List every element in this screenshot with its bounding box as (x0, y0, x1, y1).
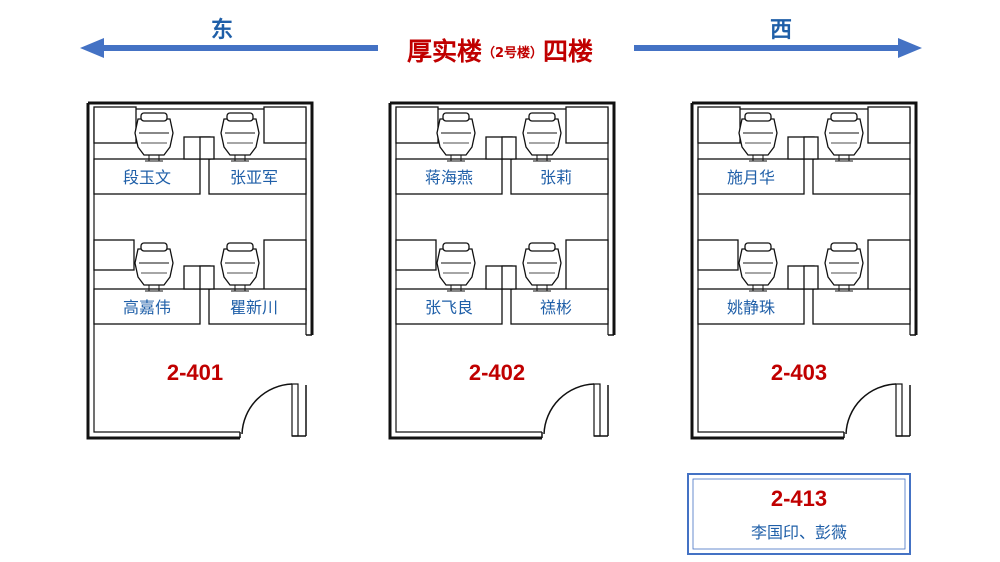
room-2-403: 施月华 姚静珠 2-403 (690, 101, 918, 440)
east-label: 东 (211, 17, 233, 43)
desk-cluster-top (93, 106, 307, 195)
room-number: 2-401 (167, 360, 223, 385)
occupant-name: 瞿新川 (230, 298, 278, 317)
door (845, 383, 911, 437)
occupant-labels: 施月华 姚静珠 (727, 168, 775, 317)
room-2-401: 段玉文 张亚军 高嘉伟 瞿新川 2-401 (86, 101, 314, 440)
occupant-name: 张莉 (540, 168, 572, 187)
door (241, 383, 307, 437)
desk-cluster-bottom (93, 239, 307, 325)
occupant-name: 段玉文 (123, 168, 171, 187)
floor-label: 四楼 (543, 37, 593, 66)
occupant-name: 禚彬 (540, 298, 572, 317)
west-label: 西 (770, 18, 792, 43)
occupant-labels: 蒋海燕 张莉 张飞良 禚彬 (425, 168, 572, 317)
room-2-402: 蒋海燕 张莉 张飞良 禚彬 2-402 (388, 101, 616, 440)
desk-cluster-top (395, 106, 609, 195)
occupant-name: 姚静珠 (727, 298, 775, 317)
occupant-name: 施月华 (727, 168, 775, 187)
building-code: （2号楼） (482, 45, 543, 61)
occupant-name: 高嘉伟 (123, 298, 171, 317)
door (543, 383, 609, 437)
desk-cluster-bottom (697, 239, 911, 325)
direction-header: 东 西 厚实楼（2号楼）四楼 (80, 17, 922, 66)
occupant-names: 李国印、彭薇 (751, 523, 847, 542)
occupant-labels: 段玉文 张亚军 高嘉伟 瞿新川 (123, 168, 278, 317)
occupant-name: 蒋海燕 (425, 168, 473, 187)
building-name: 厚实楼 (407, 37, 482, 66)
room-number: 2-413 (771, 486, 827, 511)
occupant-name: 张飞良 (425, 298, 473, 317)
room-number: 2-403 (771, 360, 827, 385)
desk-cluster-top (697, 106, 911, 195)
desk-cluster-bottom (395, 239, 609, 325)
occupant-name: 张亚军 (230, 168, 278, 187)
east-arrow (80, 38, 378, 58)
west-arrow (634, 38, 922, 58)
building-title: 厚实楼（2号楼）四楼 (407, 37, 593, 66)
room-number: 2-402 (469, 360, 525, 385)
room-2-413-box: 2-413 李国印、彭薇 (687, 473, 911, 555)
